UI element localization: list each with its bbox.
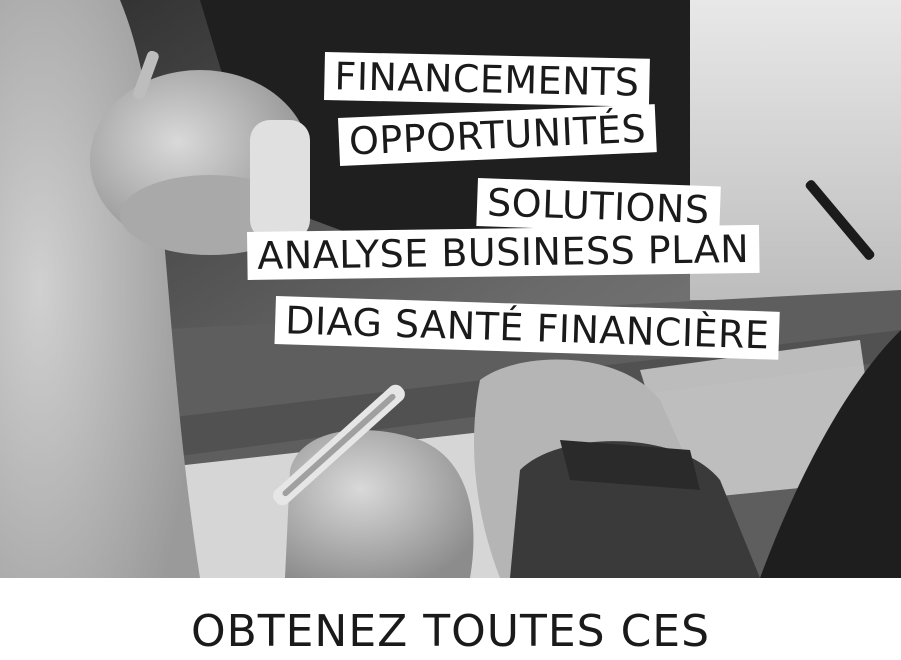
tag-analyse-business-plan: ANALYSE BUSINESS PLAN — [247, 224, 760, 280]
photo-illustration — [0, 0, 901, 578]
cta-heading: OBTENEZ TOUTES CES — [190, 606, 711, 657]
business-meeting-photo — [0, 0, 901, 578]
tag-financements: FINANCEMENTS — [323, 52, 650, 107]
